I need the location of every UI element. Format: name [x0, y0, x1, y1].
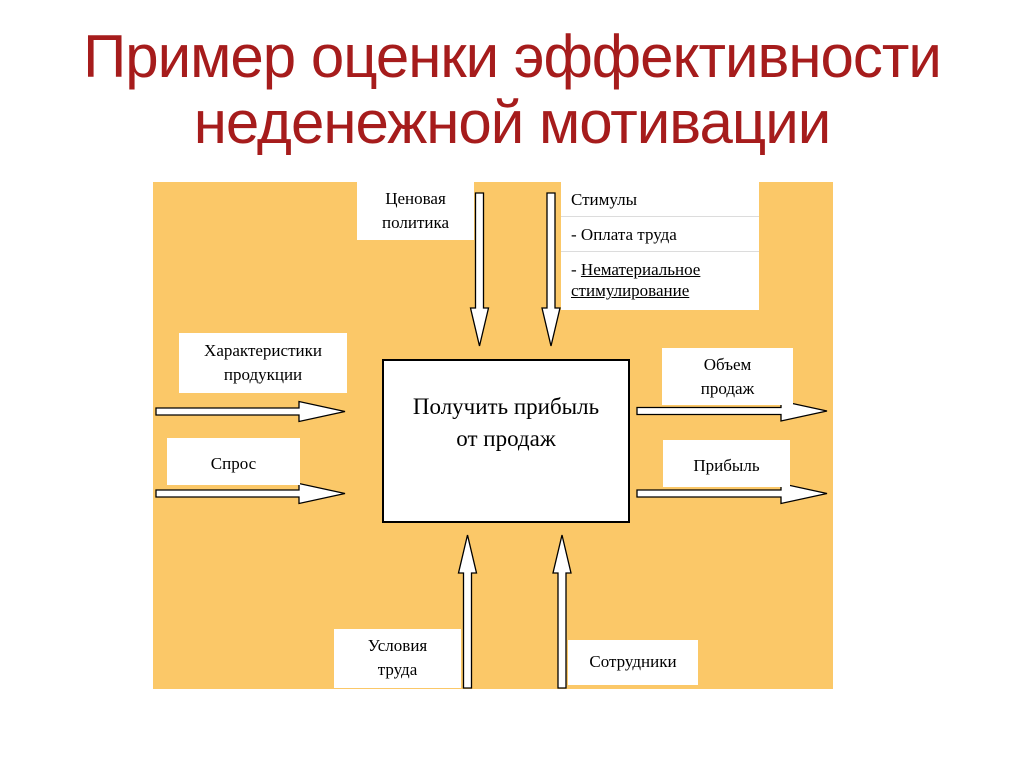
arrows-layer	[155, 192, 828, 689]
incentives-item-pay: - Оплата труда	[561, 217, 759, 252]
product-characteristics-line-1: Характеристики	[204, 341, 322, 360]
working-conditions-line-1: Условия	[367, 636, 428, 655]
center-goal-line-1: Получить прибыль	[412, 394, 600, 419]
box-pricing-policy: Ценовая политика	[357, 182, 474, 240]
arrow-down-incentives-icon	[541, 192, 561, 347]
incentives-item-nonmaterial: - Нематериальное стимулирование	[561, 252, 759, 307]
pricing-policy-line-1: Ценовая	[385, 189, 446, 208]
employees-label: Сотрудники	[589, 652, 677, 671]
arrow-up-working-conditions-icon	[457, 534, 478, 689]
arrow-out-profit-icon	[636, 482, 828, 505]
box-incentives: Стимулы - Оплата труда - Нематериальное …	[561, 182, 759, 310]
box-demand: Спрос	[167, 438, 300, 485]
slide-title-line-1: Пример оценки эффективности	[83, 23, 942, 90]
slide-title-line-2: неденежной мотивации	[193, 89, 831, 156]
profit-label: Прибыль	[693, 456, 760, 475]
box-sales-volume: Объем продаж	[662, 348, 793, 405]
sales-volume-line-2: продаж	[700, 379, 755, 398]
sales-volume-line-1: Объем	[703, 355, 752, 374]
box-employees: Сотрудники	[568, 640, 698, 685]
center-goal-line-2: от продаж	[456, 426, 556, 451]
box-working-conditions: Условия труда	[334, 629, 461, 688]
incentives-item-nonmaterial-dash: -	[571, 260, 581, 279]
arrow-down-pricing-policy-icon	[469, 192, 490, 347]
incentives-item-nonmaterial-text: Нематериальное стимулирование	[571, 260, 701, 300]
arrow-up-employees-icon	[552, 534, 572, 689]
pricing-policy-line-2: политика	[381, 213, 450, 232]
working-conditions-line-2: труда	[377, 660, 418, 679]
arrow-right-demand-icon	[155, 482, 346, 505]
arrow-right-product-characteristics-icon	[155, 400, 346, 423]
demand-label: Спрос	[210, 454, 257, 473]
center-goal-box: Получить прибыль от продаж	[382, 359, 630, 523]
incentives-heading: Стимулы	[561, 182, 759, 217]
box-profit: Прибыль	[663, 440, 790, 487]
slide-title: Пример оценки эффективности неденежной м…	[0, 24, 1024, 156]
diagram-canvas: Ценовая политика Стимулы - Оплата труда …	[153, 182, 833, 689]
arrow-out-sales-volume-icon	[636, 400, 828, 422]
product-characteristics-line-2: продукции	[223, 365, 303, 384]
box-product-characteristics: Характеристики продукции	[179, 333, 347, 393]
